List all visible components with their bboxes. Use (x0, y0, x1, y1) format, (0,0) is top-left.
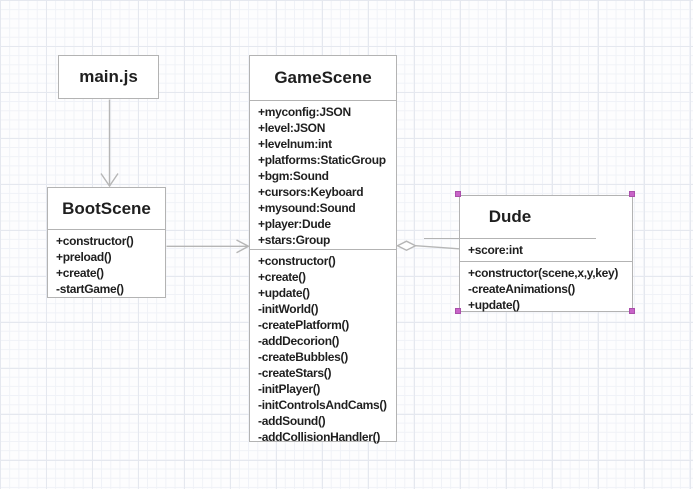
class-member: +player:Dude (258, 217, 331, 231)
aggregation-diamond-icon (395, 240, 418, 251)
class-member: +create() (56, 266, 104, 280)
class-box-gamescene[interactable]: GameScene +myconfig:JSON +level:JSON +leve… (249, 55, 397, 445)
class-attributes-section: +myconfig:JSON +level:JSON +levelnum:int +p… (250, 101, 396, 250)
class-member: -createPlatform() (258, 318, 349, 332)
class-member: -createBubbles() (258, 350, 348, 364)
class-title: GameScene (250, 56, 396, 101)
class-methods-section: +constructor(scene,x,y,key) -createAnimat… (460, 262, 632, 313)
class-member: -addDecorion() (258, 334, 340, 348)
selection-handle-sw[interactable] (455, 308, 461, 314)
class-title: main.js (79, 67, 138, 86)
class-member: +levelnum:int (258, 137, 332, 151)
class-member: +cursors:Keyboard (258, 185, 364, 199)
class-member: -initControlsAndCams() (258, 398, 387, 412)
class-member: +update() (258, 286, 310, 300)
class-member: +bgm:Sound (258, 169, 329, 183)
open-arrowhead-icon (236, 239, 250, 254)
class-box-dude[interactable]: Dude +score:int +constructor(scene,x,y,k… (424, 195, 633, 313)
class-member: +stars:Group (258, 233, 331, 247)
class-member: -initPlayer() (258, 382, 321, 396)
class-member: -addSound() (258, 414, 326, 428)
selection-handle-nw[interactable] (455, 191, 461, 197)
edge-mainjs-to-bootscene[interactable] (100, 99, 119, 188)
class-member: +constructor(scene,x,y,key) (468, 266, 619, 280)
class-member: +create() (258, 270, 306, 284)
class-title: BootScene (48, 188, 165, 230)
class-box-mainjs[interactable]: main.js (58, 55, 159, 99)
class-attributes-section: +score:int (460, 239, 632, 262)
selection-handle-ne[interactable] (629, 191, 635, 197)
class-title: Dude (424, 196, 596, 239)
class-member: -startGame() (56, 282, 124, 296)
open-arrowhead-icon (100, 173, 119, 188)
edge-gamescene-to-dude[interactable] (395, 240, 460, 251)
class-member: -initWorld() (258, 302, 319, 316)
class-member: +preload() (56, 250, 112, 264)
class-member: +myconfig:JSON (258, 105, 351, 119)
class-box-bootscene[interactable]: BootScene +constructor() +preload() +creat… (47, 187, 166, 298)
class-member: -addCollisionHandler() (258, 430, 381, 444)
edge-bootscene-to-gamescene[interactable] (166, 239, 250, 254)
class-member: -createStars() (258, 366, 332, 380)
class-methods-section: +constructor() +create() +update() -initWor… (250, 250, 396, 445)
class-member: -createAnimations() (468, 282, 575, 296)
class-member: +level:JSON (258, 121, 326, 135)
class-member: +constructor() (56, 234, 134, 248)
class-member: +mysound:Sound (258, 201, 356, 215)
class-member: +platforms:StaticGroup (258, 153, 386, 167)
selection-handle-se[interactable] (629, 308, 635, 314)
class-member: +update() (468, 298, 520, 312)
class-member: +constructor() (258, 254, 336, 268)
class-member: +score:int (468, 243, 523, 257)
class-methods-section: +constructor() +preload() +create() -startG… (48, 230, 165, 297)
